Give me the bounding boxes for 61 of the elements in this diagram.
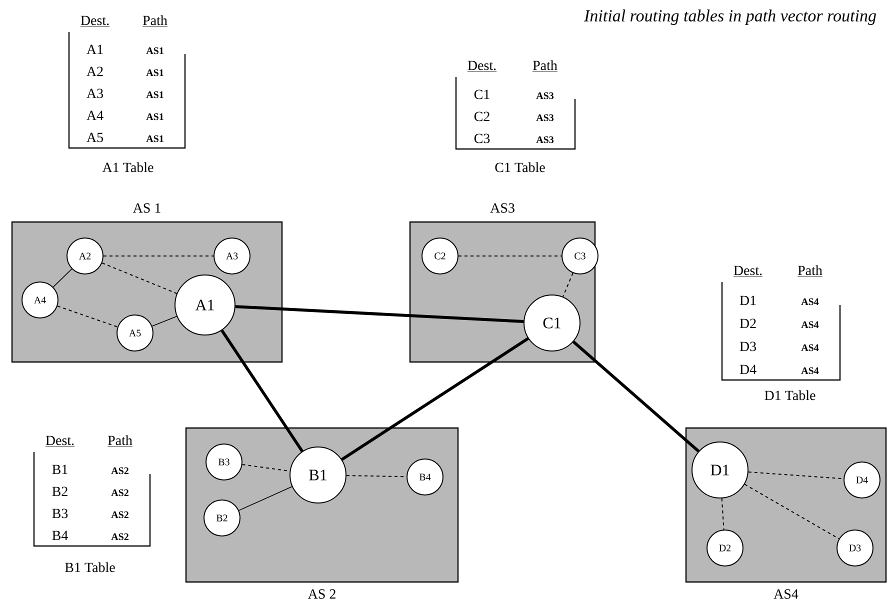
table-cell: A5: [86, 132, 104, 142]
link-line: [56, 306, 118, 328]
link-line: [52, 268, 72, 288]
table-cell: A3: [86, 88, 104, 98]
table-header: Path: [797, 265, 823, 277]
table-cell: AS2: [111, 489, 128, 496]
table-cell: AS4: [801, 321, 819, 328]
table-cell: A2: [86, 66, 103, 76]
link-line: [341, 337, 529, 461]
link-line: [102, 262, 178, 294]
link-line: [721, 498, 724, 530]
table-header: Path: [532, 60, 558, 72]
table-cell: AS4: [801, 298, 819, 306]
link-line: [220, 330, 304, 452]
table-caption: A1 Table: [102, 162, 154, 172]
table-header: Path: [142, 15, 168, 27]
table-header: Dest.: [733, 266, 763, 277]
table-cell: AS1: [146, 135, 164, 142]
table-cell: AS1: [146, 91, 164, 98]
table-cell: A1: [86, 44, 103, 54]
table-caption: D1 Table: [764, 390, 816, 400]
table-header: Dest.: [45, 436, 75, 447]
table-cell: AS4: [801, 344, 819, 352]
table-cell: AS1: [146, 47, 164, 54]
table-cell: AS3: [536, 136, 554, 144]
link-line: [235, 305, 524, 324]
table-caption: B1 Table: [65, 562, 115, 572]
link-line: [572, 340, 700, 452]
link-line: [152, 316, 178, 327]
table-cell: AS1: [146, 69, 164, 76]
table-cell: AS4: [801, 367, 819, 374]
node-label: AS 2: [308, 589, 336, 599]
table-caption: C1 Table: [495, 162, 545, 172]
table-cell: AS2: [111, 511, 128, 518]
table-header: Path: [107, 435, 133, 447]
table-cell: B2: [52, 486, 68, 496]
table-cell: AS2: [111, 467, 128, 474]
table-header: Dest.: [80, 16, 110, 27]
table-cell: B3: [52, 508, 68, 518]
link-line: [744, 484, 840, 540]
node-label: AS3: [490, 203, 514, 213]
table-cell: AS3: [536, 114, 554, 122]
table-header: Dest.: [467, 60, 497, 72]
link-line: [562, 272, 574, 298]
table-cell: D4: [740, 364, 756, 374]
table-cell: A4: [86, 110, 104, 120]
link-line: [238, 486, 292, 511]
table-cell: AS3: [536, 92, 554, 100]
table-cell: C2: [474, 112, 490, 122]
table-cell: AS2: [111, 533, 128, 540]
table-cell: D1: [740, 296, 756, 306]
node-label: AS 1: [132, 203, 160, 213]
table-cell: D3: [740, 342, 756, 352]
table-cell: AS1: [146, 113, 164, 120]
table-cell: C3: [474, 134, 490, 144]
table-cell: C1: [474, 90, 490, 100]
table-cell: D2: [740, 318, 756, 328]
table-cell: B4: [52, 530, 68, 540]
table-cell: B1: [52, 464, 68, 474]
node-label: AS4: [774, 589, 798, 599]
title: Initial routing tables in path vector routing: [584, 10, 876, 25]
